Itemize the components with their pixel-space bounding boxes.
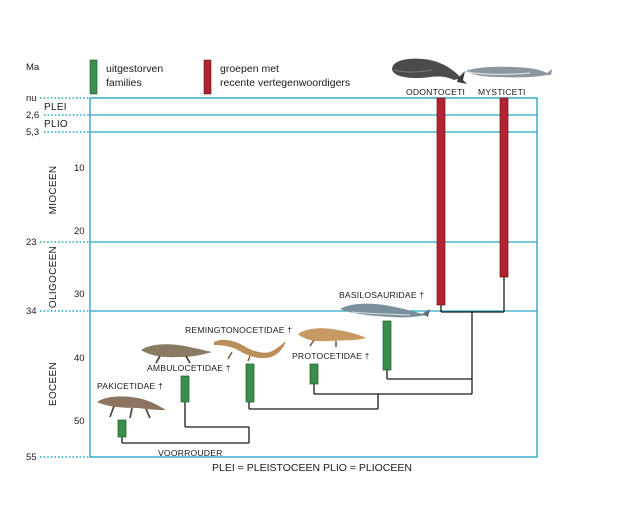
- tick-20: 20: [74, 226, 85, 237]
- bar-odontoceti: [436, 97, 446, 306]
- label-mysticeti: MYSTICETI: [478, 87, 526, 97]
- bar-basilosauridae: [382, 320, 392, 371]
- axis-unit-label: Ma: [26, 62, 40, 73]
- legend-extant-line2: recente vertegenwoordigers: [220, 77, 350, 89]
- axis-label-2-6: 2,6: [26, 110, 39, 121]
- phylogeny-tree: [121, 277, 505, 444]
- label-basilosauridae: BASILOSAURIDAE †: [339, 290, 424, 300]
- bar-ambulocetidae: [180, 375, 190, 403]
- legend-extinct-swatch: [89, 59, 98, 95]
- epoch-plio: PLIO: [44, 119, 68, 130]
- pakicetid-illustration: [97, 396, 166, 419]
- legend-extant-line1: groepen met: [220, 63, 279, 75]
- sperm-whale-illustration: [392, 58, 467, 84]
- axis-label-23: 23: [26, 237, 37, 248]
- epoch-mioceen: MIOCEEN: [48, 166, 59, 215]
- footer-abbreviations: PLEI = PLEISTOCEEN PLIO = PLIOCEEN: [212, 462, 412, 474]
- tick-30: 30: [74, 289, 85, 300]
- epoch-plei: PLEI: [44, 102, 67, 113]
- bar-protocetidae: [309, 363, 319, 385]
- epoch-boundaries: [90, 114, 537, 312]
- tick-50: 50: [74, 416, 85, 427]
- time-frame: [89, 97, 538, 458]
- legend-extant-swatch: [203, 59, 212, 95]
- axis-label-34: 34: [26, 306, 37, 317]
- ambulocetid-illustration: [141, 344, 212, 364]
- legend-extinct-line2: families: [106, 77, 142, 89]
- label-pakicetidae: PAKICETIDAE †: [97, 381, 163, 391]
- epoch-oligoceen: OLIGOCEEN: [48, 246, 59, 308]
- axis-label-5-3: 5,3: [26, 127, 39, 138]
- label-ancestor: VOORROUDER: [158, 448, 223, 458]
- rorqual-whale-illustration: [466, 66, 552, 78]
- label-odontoceti: ODONTOCETI: [406, 87, 465, 97]
- epoch-eoceen: EOCEEN: [48, 362, 59, 406]
- label-remingtonocetidae: REMINGTONOCETIDAE †: [185, 325, 292, 335]
- axis-dotted-connectors: [40, 97, 90, 458]
- axis-label-55: 55: [26, 452, 37, 463]
- label-protocetidae: PROTOCETIDAE †: [292, 351, 370, 361]
- tick-10: 10: [74, 163, 85, 174]
- legend-extinct-line1: uitgestorven: [106, 63, 163, 75]
- protocetid-illustration: [298, 328, 366, 347]
- label-ambulocetidae: AMBULOCETIDAE †: [147, 363, 231, 373]
- bar-pakicetidae: [117, 419, 127, 438]
- bar-remingtonocetidae: [245, 363, 255, 403]
- tick-40: 40: [74, 353, 85, 364]
- bar-mysticeti: [499, 97, 509, 278]
- basilosaurus-illustration: [340, 303, 430, 318]
- remingtonocetid-illustration: [214, 339, 286, 362]
- axis-label-nu: nu: [26, 93, 37, 104]
